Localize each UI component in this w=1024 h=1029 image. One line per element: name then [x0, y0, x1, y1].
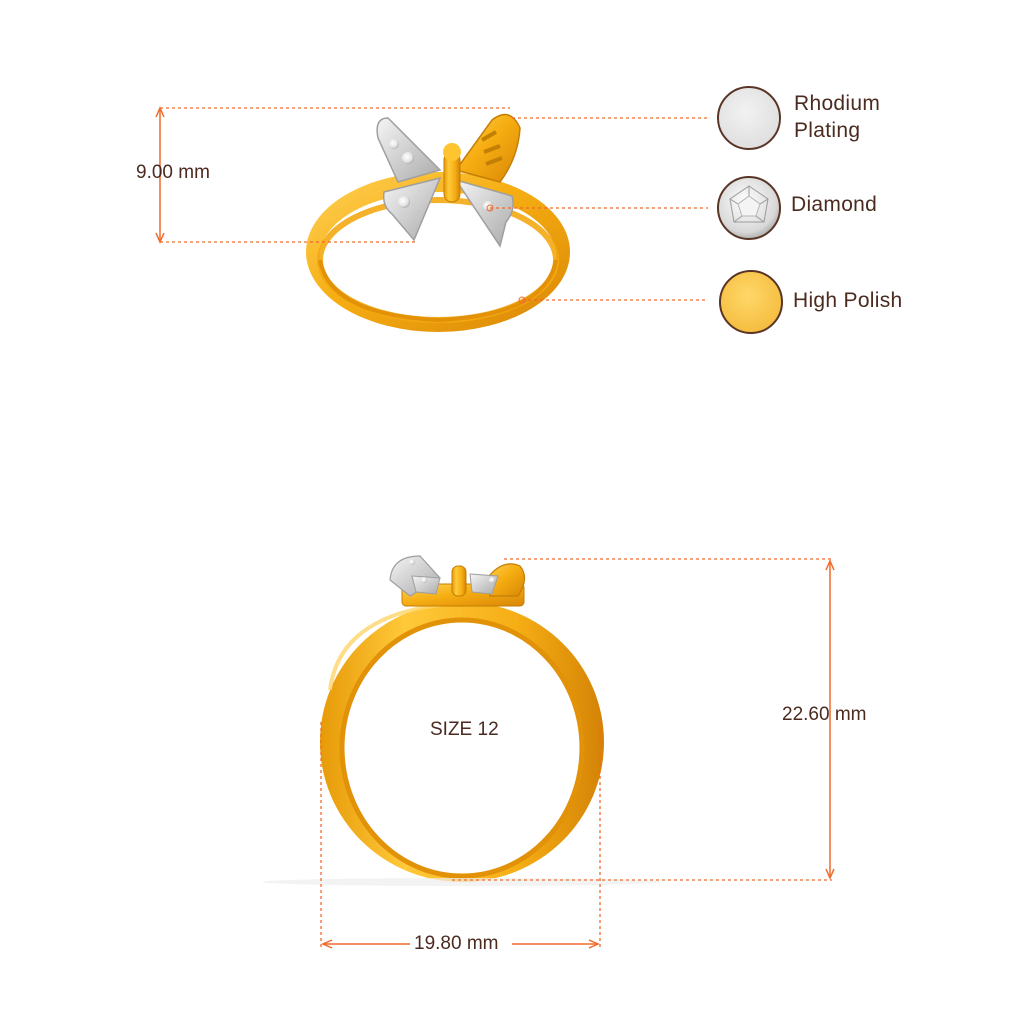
rhodium-swatch	[717, 86, 781, 150]
legend-item-high-polish: High Polish	[793, 289, 903, 312]
top-height-label: 9.00 mm	[136, 162, 210, 183]
side-height-label: 22.60 mm	[782, 704, 867, 725]
legend-rhodium-line2: Plating	[794, 119, 861, 142]
diamond-swatch	[717, 176, 781, 240]
butterfly-left-lower-wing	[382, 176, 442, 242]
legend	[717, 86, 783, 334]
butterfly-left-upper-wing	[376, 117, 442, 183]
legend-item-diamond: Diamond	[791, 193, 878, 216]
legend-rhodium-line1: Rhodium	[794, 92, 881, 115]
butterfly-right-lower-wing	[454, 178, 514, 248]
side-right-wing	[485, 563, 526, 597]
gold-swatch	[719, 270, 783, 334]
ring-side-view	[262, 555, 835, 949]
butterfly-right-upper-wing	[454, 113, 521, 183]
width-label: 19.80 mm	[414, 933, 499, 954]
ring-top-view	[155, 106, 708, 332]
size-label: SIZE 12	[430, 719, 499, 740]
legend-item-rhodium: Rhodium Plating	[794, 90, 880, 144]
